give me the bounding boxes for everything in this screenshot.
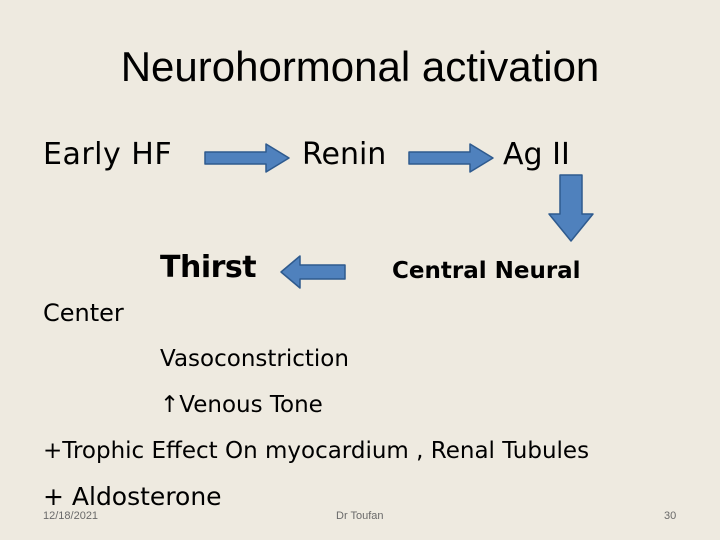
effect-aldosterone: + Aldosterone (43, 482, 222, 511)
effect-trophic: +Trophic Effect On myocardium , Renal Tu… (43, 438, 590, 464)
down-arrow (548, 174, 594, 242)
central-neural-label: Central Neural (392, 258, 581, 284)
center-label: Center (43, 299, 124, 327)
footer-date: 12/18/2021 (43, 510, 99, 522)
footer-page-number: 30 (664, 510, 677, 522)
thirst-label: Thirst (160, 250, 257, 285)
effect-venous-tone: ↑Venous Tone (160, 392, 323, 418)
left-arrow (280, 255, 346, 289)
ag-ii-label: Ag II (503, 137, 570, 172)
slide-title: Neurohormonal activation (120, 43, 600, 90)
right-arrow-2 (408, 143, 494, 173)
early-hf-label: Early HF (43, 137, 173, 172)
renin-label: Renin (302, 137, 387, 172)
right-arrow-1 (204, 143, 290, 173)
footer-author: Dr Toufan (336, 510, 384, 522)
effect-vasoconstriction: Vasoconstriction (160, 346, 349, 372)
